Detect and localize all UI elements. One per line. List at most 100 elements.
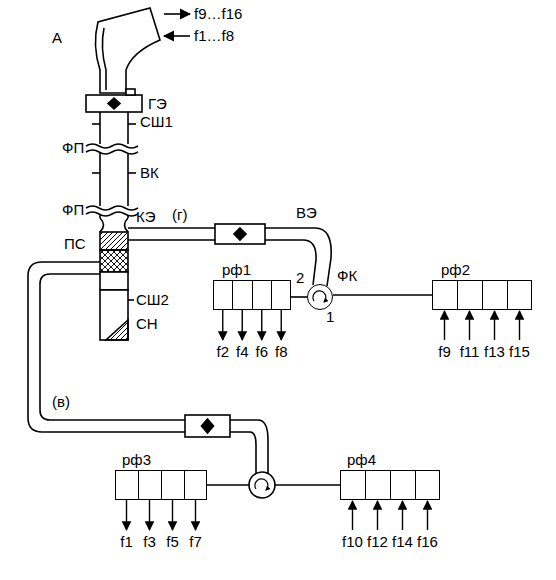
signal-arrow (494, 311, 495, 340)
filter-cell-divider (252, 281, 253, 309)
part-label: f7 (189, 534, 202, 549)
part-label: ФП (62, 140, 84, 155)
signal-arrow (377, 501, 378, 530)
waveguide-end (100, 290, 128, 340)
filter-box: рф4 (340, 470, 440, 500)
joint-diamond (108, 98, 120, 109)
rotary-joint (86, 95, 142, 112)
waveguide-branch (128, 240, 316, 285)
filter-cell-divider (457, 281, 458, 309)
part-label: f14 (392, 534, 413, 549)
signal-arrow (149, 500, 150, 530)
part-label: f12 (367, 534, 388, 549)
signal-arrow (172, 500, 173, 530)
waveguide-flange (215, 224, 265, 244)
node-heading: рф2 (441, 262, 470, 277)
switch-block-crossed (100, 250, 128, 272)
waveguide-connector (333, 294, 432, 296)
flange-diamond (202, 419, 214, 433)
part-label: КЭ (136, 209, 156, 224)
part-label: f4 (236, 344, 249, 359)
part-label: f11 (460, 344, 480, 359)
signal-arrow-out (164, 13, 190, 15)
filter-box: рф1 (213, 280, 291, 310)
part-label: СН (136, 316, 158, 331)
signal-arrow-in (164, 35, 190, 37)
node-heading: ФК (337, 268, 357, 283)
part-label: f9 (438, 344, 451, 359)
part-label: (в) (52, 394, 70, 409)
signal-arrow (444, 311, 445, 340)
node-heading: рф3 (122, 452, 151, 467)
choke-mark (128, 299, 134, 301)
filter-cell-divider (161, 471, 162, 499)
horn-antenna (95, 8, 160, 93)
signal-arrow (126, 500, 127, 530)
part-label: СШ1 (140, 114, 173, 129)
circulator (249, 472, 275, 498)
part-label: СШ2 (136, 292, 169, 307)
signal-arrow (281, 310, 282, 340)
filter-cell-divider (271, 281, 272, 309)
signal-arrow (427, 501, 428, 530)
part-label: f5 (166, 534, 179, 549)
circulator-node: ФК (307, 284, 333, 310)
joint-tab (126, 89, 135, 95)
part-label: f15 (509, 344, 530, 359)
choke-mark (128, 123, 136, 125)
signal-arrow (195, 500, 196, 530)
part-label: 2 (296, 270, 304, 285)
waveguide-lead (275, 484, 340, 486)
part-label: ПС (64, 236, 86, 251)
part-label: ВЭ (296, 205, 317, 220)
circulator-arrow (255, 479, 268, 490)
break-line (86, 150, 138, 154)
node-heading: рф1 (222, 262, 251, 277)
filter-cell-divider (507, 281, 508, 309)
part-label: f8 (275, 344, 288, 359)
part-label: f3 (143, 534, 156, 549)
part-label: f10 (342, 534, 363, 549)
node-heading: рф4 (347, 452, 376, 467)
part-label: ВК (140, 165, 159, 180)
break-line (86, 144, 138, 148)
break-line (86, 212, 138, 216)
signal-arrow (402, 501, 403, 530)
break-line (86, 206, 138, 210)
flange-diamond (234, 228, 246, 240)
load-wedge (106, 320, 128, 340)
coupling-waist (100, 218, 128, 232)
circulator-symbol (307, 284, 333, 310)
filter-box: рф2 (432, 280, 532, 310)
waveguide-lead (207, 484, 249, 486)
part-label: f1…f8 (194, 28, 234, 43)
filter-box: рф3 (115, 470, 207, 500)
part-label: f13 (484, 344, 505, 359)
part-label: (г) (172, 207, 187, 222)
part-label: f6 (255, 344, 268, 359)
filter-cell-divider (390, 471, 391, 499)
signal-arrow (519, 311, 520, 340)
window-mark (92, 172, 100, 174)
choke-mark (92, 123, 100, 125)
part-label: 1 (326, 309, 334, 324)
filter-cell-divider (415, 471, 416, 499)
switch-block-hatched (100, 232, 128, 250)
filter-cell-divider (138, 471, 139, 499)
signal-arrow (352, 501, 353, 530)
filter-cell-divider (184, 471, 185, 499)
window-mark (128, 172, 136, 174)
filter-cell-divider (365, 471, 366, 499)
switch-block (100, 272, 128, 290)
waveguide-connector (291, 296, 307, 298)
part-label: f2 (216, 344, 229, 359)
signal-arrow (242, 310, 243, 340)
part-label: f1 (120, 534, 133, 549)
waveguide-flange (185, 415, 230, 437)
part-label: А (52, 30, 62, 45)
signal-arrow (222, 310, 223, 340)
waveguide-wall (99, 112, 101, 218)
filter-cell-divider (482, 281, 483, 309)
waveguide-wall (127, 112, 129, 218)
